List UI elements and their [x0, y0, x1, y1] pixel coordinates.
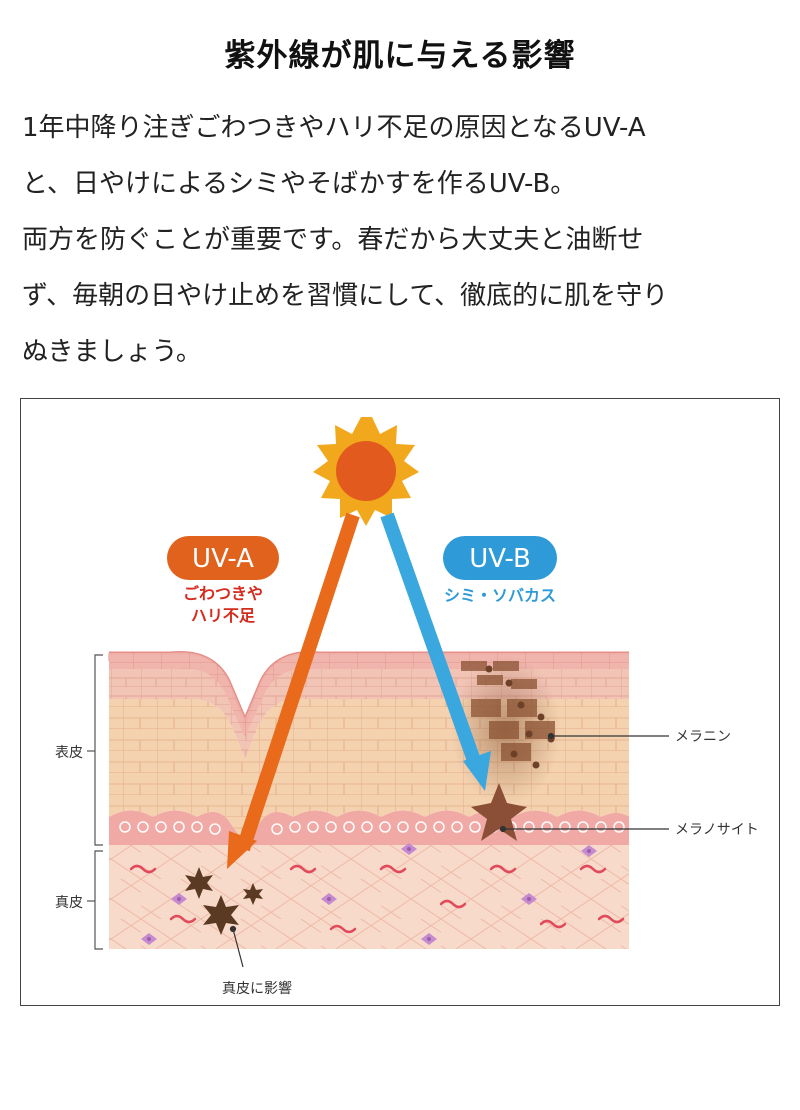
diagram-canvas: UV-A ごわつきや ハリ不足 UV-B シミ・ソバカス 表皮 真皮 メラニン … — [55, 417, 759, 997]
uvb-badge: UV-B — [443, 536, 557, 580]
callout-lines — [229, 732, 669, 968]
uva-label: UV-A — [192, 544, 254, 574]
melanocyte-label: メラノサイト — [675, 822, 759, 838]
skin-cross-section — [108, 651, 629, 949]
intro-line: 両方を防ぐことが重要です。春だから大丈夫と油断せ — [22, 225, 644, 255]
layer-brackets — [87, 654, 103, 950]
uvb-effect: シミ・ソバカス — [444, 586, 556, 605]
melanocyte-icon — [471, 783, 527, 841]
intro-line: と、日やけによるシミやそばかすを作るUV-B。 — [22, 169, 577, 199]
intro-line: ぬきましょう。 — [22, 337, 202, 367]
epidermis-label: 表皮 — [55, 745, 83, 761]
uvb-label: UV-B — [469, 544, 531, 574]
skin-uv-diagram: UV-A ごわつきや ハリ不足 UV-B シミ・ソバカス 表皮 真皮 メラニン … — [20, 398, 780, 1006]
melanin-label: メラニン — [675, 729, 731, 745]
intro-line: 1年中降り注ぎごわつきやハリ不足の原因となるUV-A — [22, 113, 646, 143]
dermis-effect-label: 真皮に影響 — [222, 980, 292, 997]
uva-arrow — [227, 512, 360, 869]
dermis-label: 真皮 — [55, 895, 83, 911]
uva-badge: UV-A — [167, 536, 279, 580]
sun-icon — [313, 417, 419, 526]
dermis-damage-icon — [185, 867, 263, 935]
uva-effect-line1: ごわつきや — [183, 584, 263, 603]
page-title: 紫外線が肌に与える影響 — [224, 38, 576, 74]
intro-line: ず、毎朝の日やけ止めを習慣にして、徹底的に肌を守り — [22, 281, 669, 311]
uvb-arrow — [380, 512, 491, 791]
basal-layer — [109, 810, 629, 845]
intro-text: 1年中降り注ぎごわつきやハリ不足の原因となるUV-A と、日やけによるシミやそば… — [22, 100, 782, 380]
uva-effect-line2: ハリ不足 — [191, 606, 256, 625]
